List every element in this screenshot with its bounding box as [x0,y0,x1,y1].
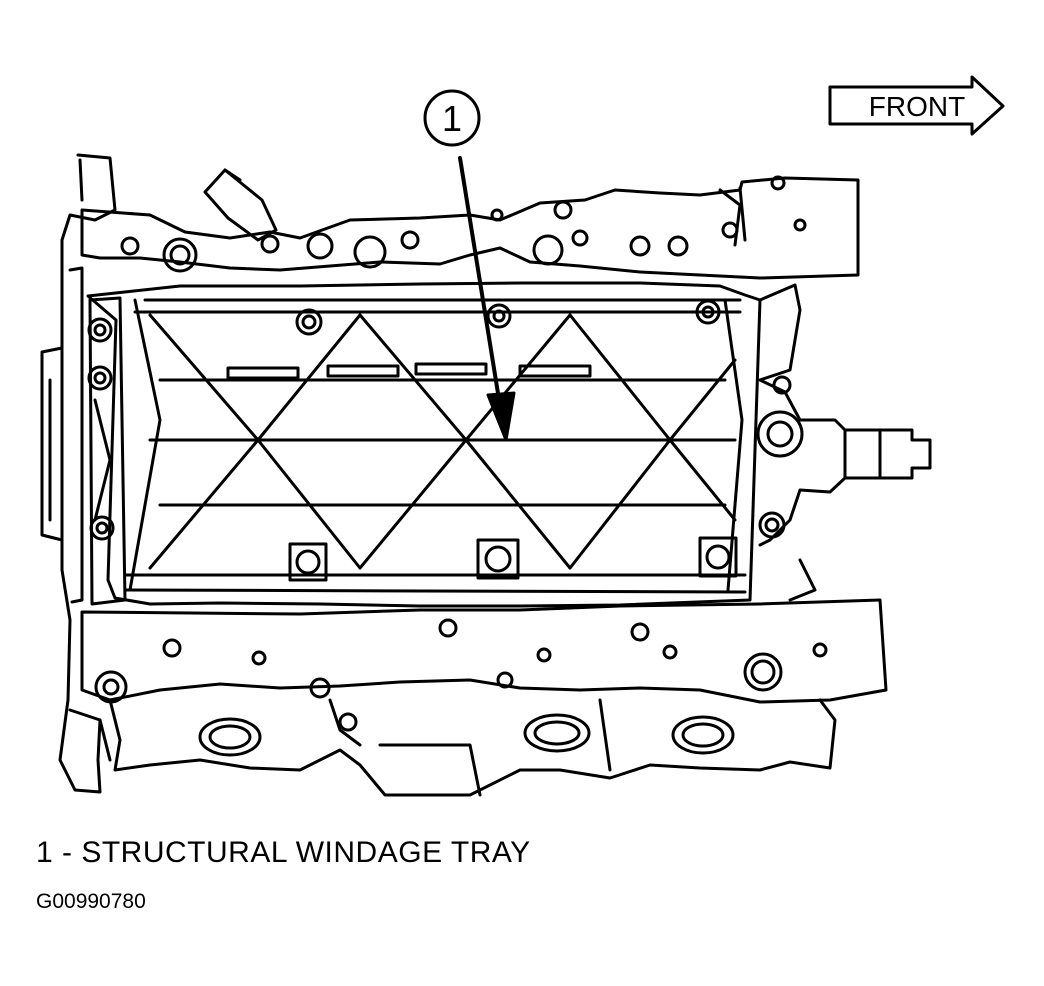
callout-number: 1 [442,98,462,139]
callout-1: 1 [423,89,481,147]
front-label: FRONT [869,91,965,122]
upper-pan-rail [80,175,860,280]
block-front-end [756,283,932,602]
tray-bolts [288,299,738,582]
legend-caption: 1 - STRUCTURAL WINDAGE TRAY [36,836,531,869]
front-direction-arrow: FRONT [828,75,1005,136]
sensor [203,168,278,242]
figure-id: G00990780 [36,890,146,913]
callout-leader [458,156,516,442]
windage-tray [86,281,762,608]
lower-pan-rail [80,598,888,704]
lower-casting [68,698,837,797]
